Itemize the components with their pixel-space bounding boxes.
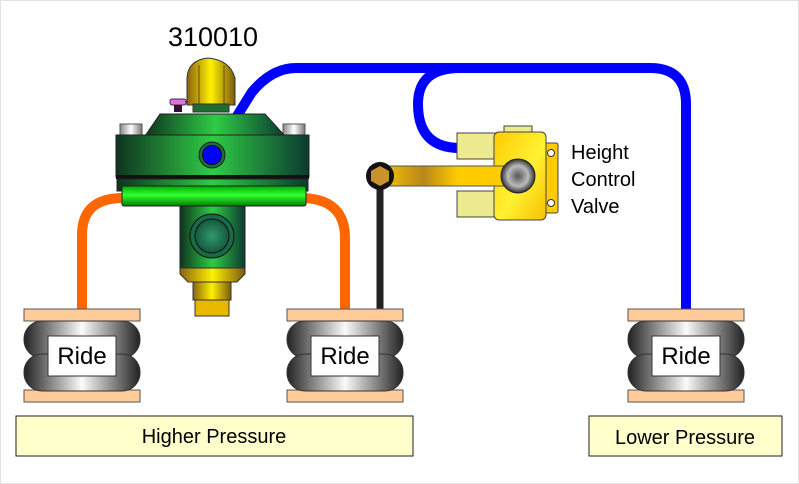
high-pressure-air-lines <box>77 193 350 312</box>
height-control-valve <box>366 125 559 221</box>
leveling-valve-310010 <box>115 57 310 317</box>
air-spring: Ride <box>286 308 404 403</box>
air-spring: Ride <box>627 308 745 403</box>
lower-pressure-label: Lower Pressure <box>615 427 755 449</box>
spring-top-plate <box>627 308 745 322</box>
higher-pressure-box: Higher Pressure <box>15 415 414 457</box>
spring-bottom-plate <box>627 389 745 403</box>
ride-label: Ride <box>661 343 710 370</box>
air-spring: Ride <box>23 308 141 403</box>
low-pressure-air-line <box>207 63 691 312</box>
valve-arm[interactable] <box>375 165 513 187</box>
bolt-left-icon <box>119 123 143 137</box>
spring-top-plate <box>286 308 404 322</box>
part-number-label: 310010 <box>168 22 258 52</box>
valve-knob-icon <box>500 158 536 194</box>
ride-label: Ride <box>57 343 106 370</box>
hex-pivot-icon <box>371 166 389 186</box>
adjust-screw-icon <box>169 98 187 106</box>
spring-top-plate <box>23 308 141 322</box>
height-control-valve-label: Height Control Valve <box>571 142 641 218</box>
ride-label-box <box>47 335 117 377</box>
bolt-right-icon <box>282 123 306 137</box>
lower-pressure-box: Lower Pressure <box>588 415 783 457</box>
spring-bottom-plate <box>286 389 404 403</box>
higher-pressure-label: Higher Pressure <box>142 426 287 448</box>
ride-label-box <box>310 335 380 377</box>
ride-label: Ride <box>320 343 369 370</box>
spring-bottom-plate <box>23 389 141 403</box>
ride-label-box <box>651 335 721 377</box>
